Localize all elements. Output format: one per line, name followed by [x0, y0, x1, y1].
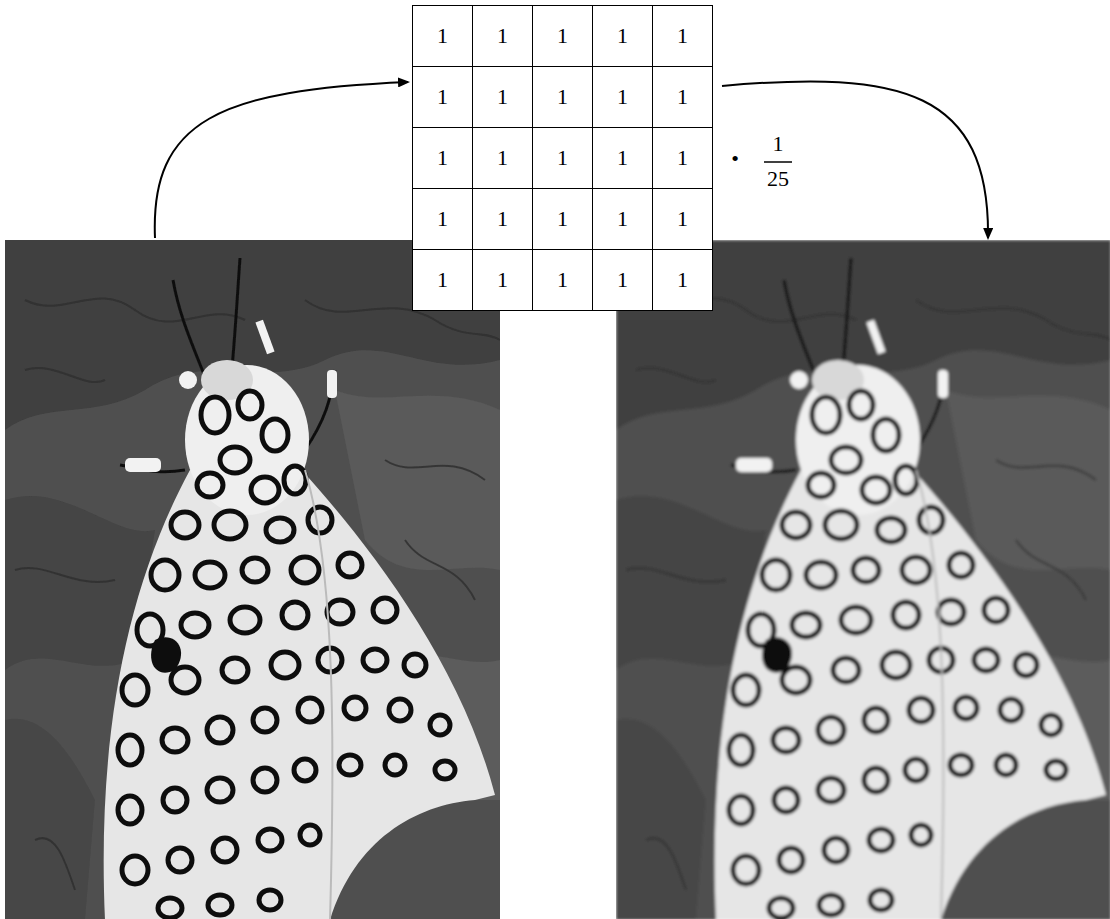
kernel-cell: 1: [592, 5, 653, 67]
kernel-cell: 1: [532, 249, 593, 311]
kernel-cell: 1: [592, 249, 653, 311]
kernel-cell: 1: [592, 127, 653, 189]
fraction-numerator: 1: [764, 130, 792, 158]
kernel-cell: 1: [532, 66, 593, 128]
kernel-cell: 1: [472, 188, 533, 250]
kernel-cell: 1: [532, 5, 593, 67]
kernel-cell: 1: [412, 127, 473, 189]
kernel-cell: 1: [472, 127, 533, 189]
kernel-cell: 1: [592, 188, 653, 250]
kernel-cell: 1: [652, 5, 713, 67]
kernel-cell: 1: [412, 5, 473, 67]
kernel-cell: 1: [652, 66, 713, 128]
original-photo: [5, 240, 500, 919]
arrow: [155, 82, 408, 238]
kernel-cell: 1: [472, 249, 533, 311]
kernel-cell: 1: [412, 66, 473, 128]
kernel-cell: 1: [412, 249, 473, 311]
kernel-cell: 1: [472, 66, 533, 128]
fraction-denominator: 25: [758, 165, 798, 193]
arrow: [722, 81, 988, 238]
filtered-photo: [616, 240, 1110, 919]
multiply-dot: •: [724, 146, 746, 172]
kernel-cell: 1: [472, 5, 533, 67]
kernel-cell: 1: [532, 188, 593, 250]
kernel-cell: 1: [652, 249, 713, 311]
fraction-bar: [764, 161, 792, 163]
kernel-cell: 1: [412, 188, 473, 250]
kernel-cell: 1: [592, 66, 653, 128]
kernel-cell: 1: [652, 188, 713, 250]
kernel-cell: 1: [652, 127, 713, 189]
kernel-cell: 1: [532, 127, 593, 189]
